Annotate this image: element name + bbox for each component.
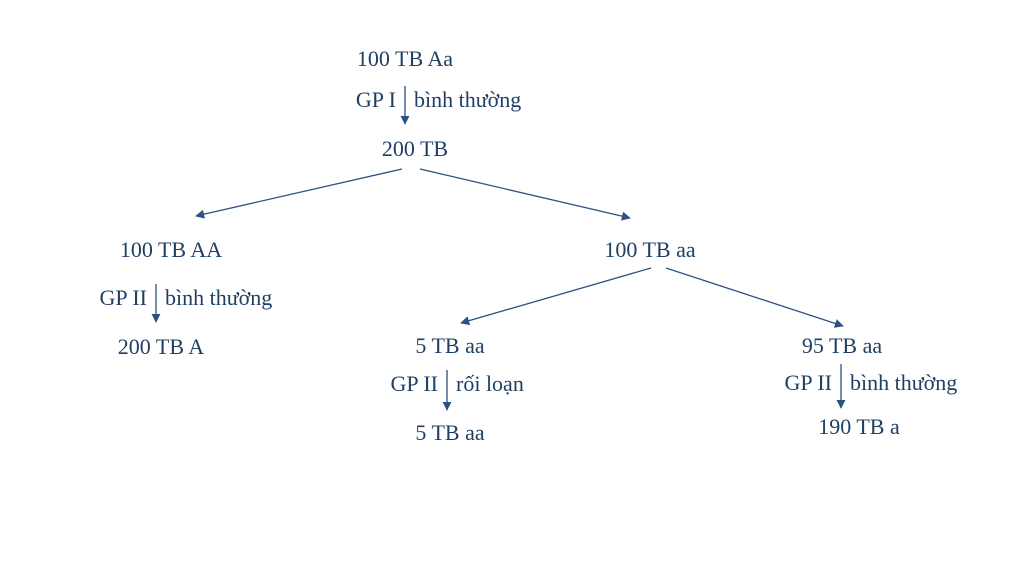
left-status-label: bình thường	[165, 285, 273, 310]
node-200tb-A: 200 TB A	[117, 334, 205, 359]
node-200tb: 200 TB	[381, 136, 449, 161]
branch-to-95aa	[665, 267, 844, 328]
branch-to-5aa	[460, 267, 652, 326]
branch-to-100aa-right	[419, 168, 631, 221]
left-phase-label: GP II	[99, 285, 147, 310]
step1-phase-label: GP I	[355, 87, 396, 112]
5aa-status-label: rối loạn	[456, 371, 524, 396]
node-190tb-a: 190 TB a	[818, 414, 900, 439]
95aa-phase-label: GP II	[784, 370, 832, 395]
node-100tb-aa: 100 TB aa	[604, 237, 696, 262]
branch-to-100aa-left	[195, 168, 403, 219]
node-5tb-aa: 5 TB aa	[415, 333, 485, 358]
node-5tb-aa-result: 5 TB aa	[415, 420, 485, 445]
node-root: 100 TB Aa	[356, 46, 454, 71]
95aa-status-label: bình thường	[850, 370, 958, 395]
5aa-phase-label: GP II	[390, 371, 438, 396]
node-95tb-aa: 95 TB aa	[801, 333, 883, 358]
step1-status-label: bình thường	[414, 87, 522, 112]
node-100tb-AA: 100 TB AA	[119, 237, 223, 262]
